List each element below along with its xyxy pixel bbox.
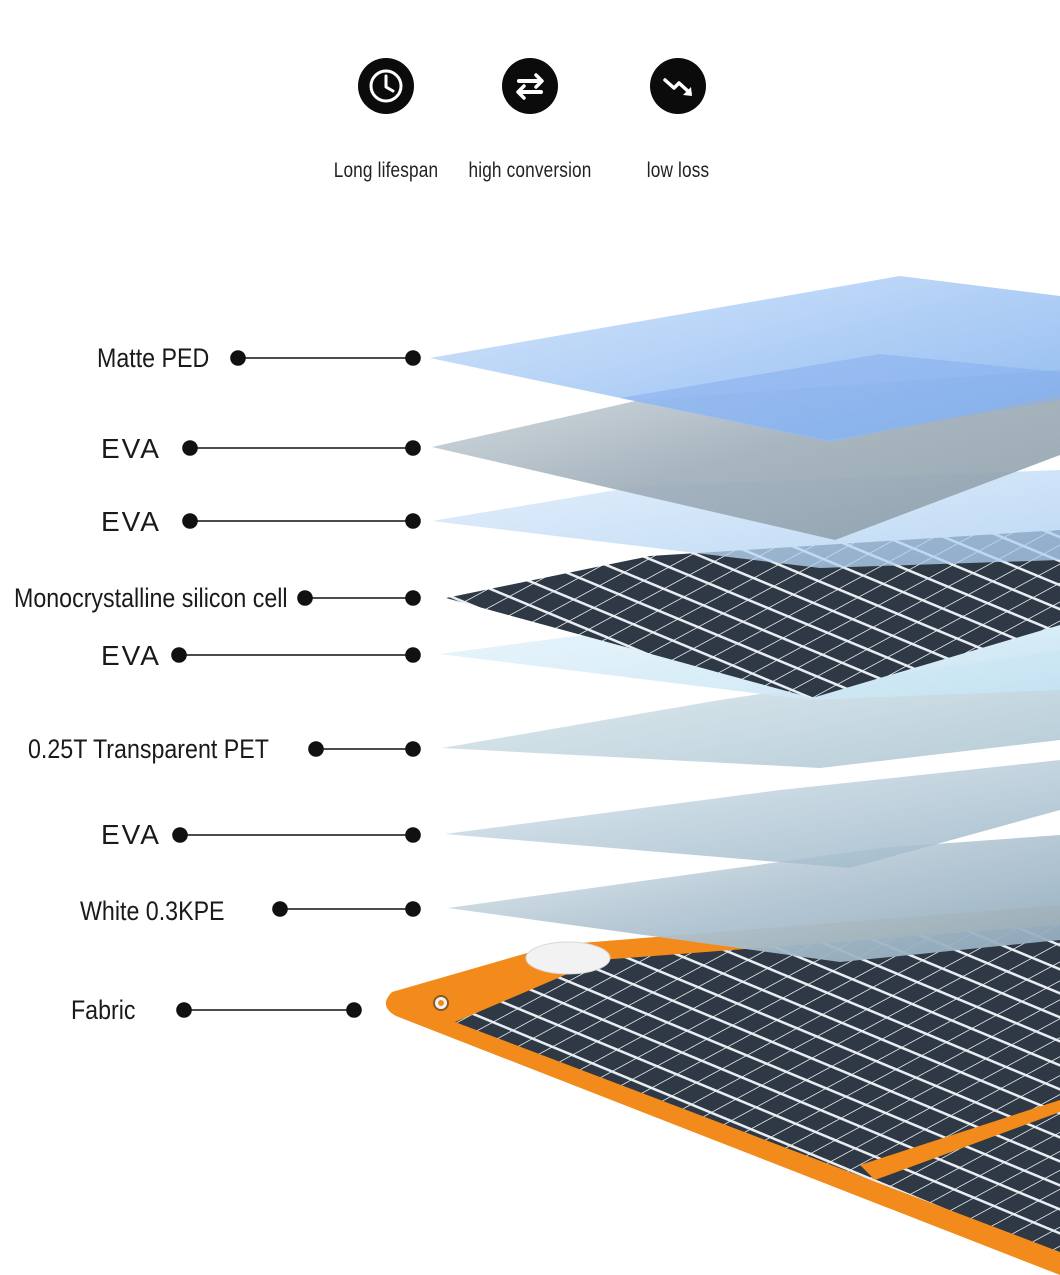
layer-monocrystalline-cell xyxy=(446,530,1060,698)
feature-low-loss: low loss xyxy=(598,58,758,182)
feature-label: high conversion xyxy=(468,159,592,182)
callout-line-fabric xyxy=(176,1002,362,1018)
feature-high-conversion: high conversion xyxy=(450,58,610,182)
callout-line-matte-ped xyxy=(230,350,421,366)
callout-line-pet xyxy=(308,741,421,757)
feature-label: low loss xyxy=(646,159,710,182)
label-eva-3: EVA xyxy=(101,506,161,537)
down-trend-icon xyxy=(650,58,706,114)
label-transparent-pet: 0.25T Transparent PET xyxy=(28,734,269,764)
callout-line-eva-3 xyxy=(182,513,421,529)
callout-line-eva-2 xyxy=(182,440,421,456)
callout-line-eva-7 xyxy=(172,827,421,843)
ped-highlight xyxy=(620,354,1060,440)
label-eva-5: EVA xyxy=(101,640,161,671)
label-monocrystalline-cell: Monocrystalline silicon cell xyxy=(14,583,288,613)
layer-eva-7 xyxy=(445,760,1060,868)
exchange-arrows-icon xyxy=(502,58,558,114)
fabric-seam xyxy=(860,1100,1060,1180)
callout-line-monocrystalline xyxy=(297,590,421,606)
feature-long-lifespan: Long lifespan xyxy=(306,58,466,182)
label-matte-ped: Matte PED xyxy=(97,343,210,373)
callout-line-kpe xyxy=(272,901,421,917)
callout-line-eva-5 xyxy=(171,647,421,663)
fastener-icon xyxy=(525,941,611,975)
label-white-kpe: White 0.3KPE xyxy=(80,896,225,926)
label-fabric: Fabric xyxy=(71,995,136,1025)
callout-lines xyxy=(171,350,421,1018)
label-eva-7: EVA xyxy=(101,819,161,850)
layer-fabric xyxy=(385,905,1060,1275)
layer-white-kpe xyxy=(448,835,1060,962)
feature-label: Long lifespan xyxy=(333,159,439,182)
fabric-cell-array xyxy=(455,925,1060,1252)
clock-icon xyxy=(358,58,414,114)
label-eva-2: EVA xyxy=(101,433,161,464)
